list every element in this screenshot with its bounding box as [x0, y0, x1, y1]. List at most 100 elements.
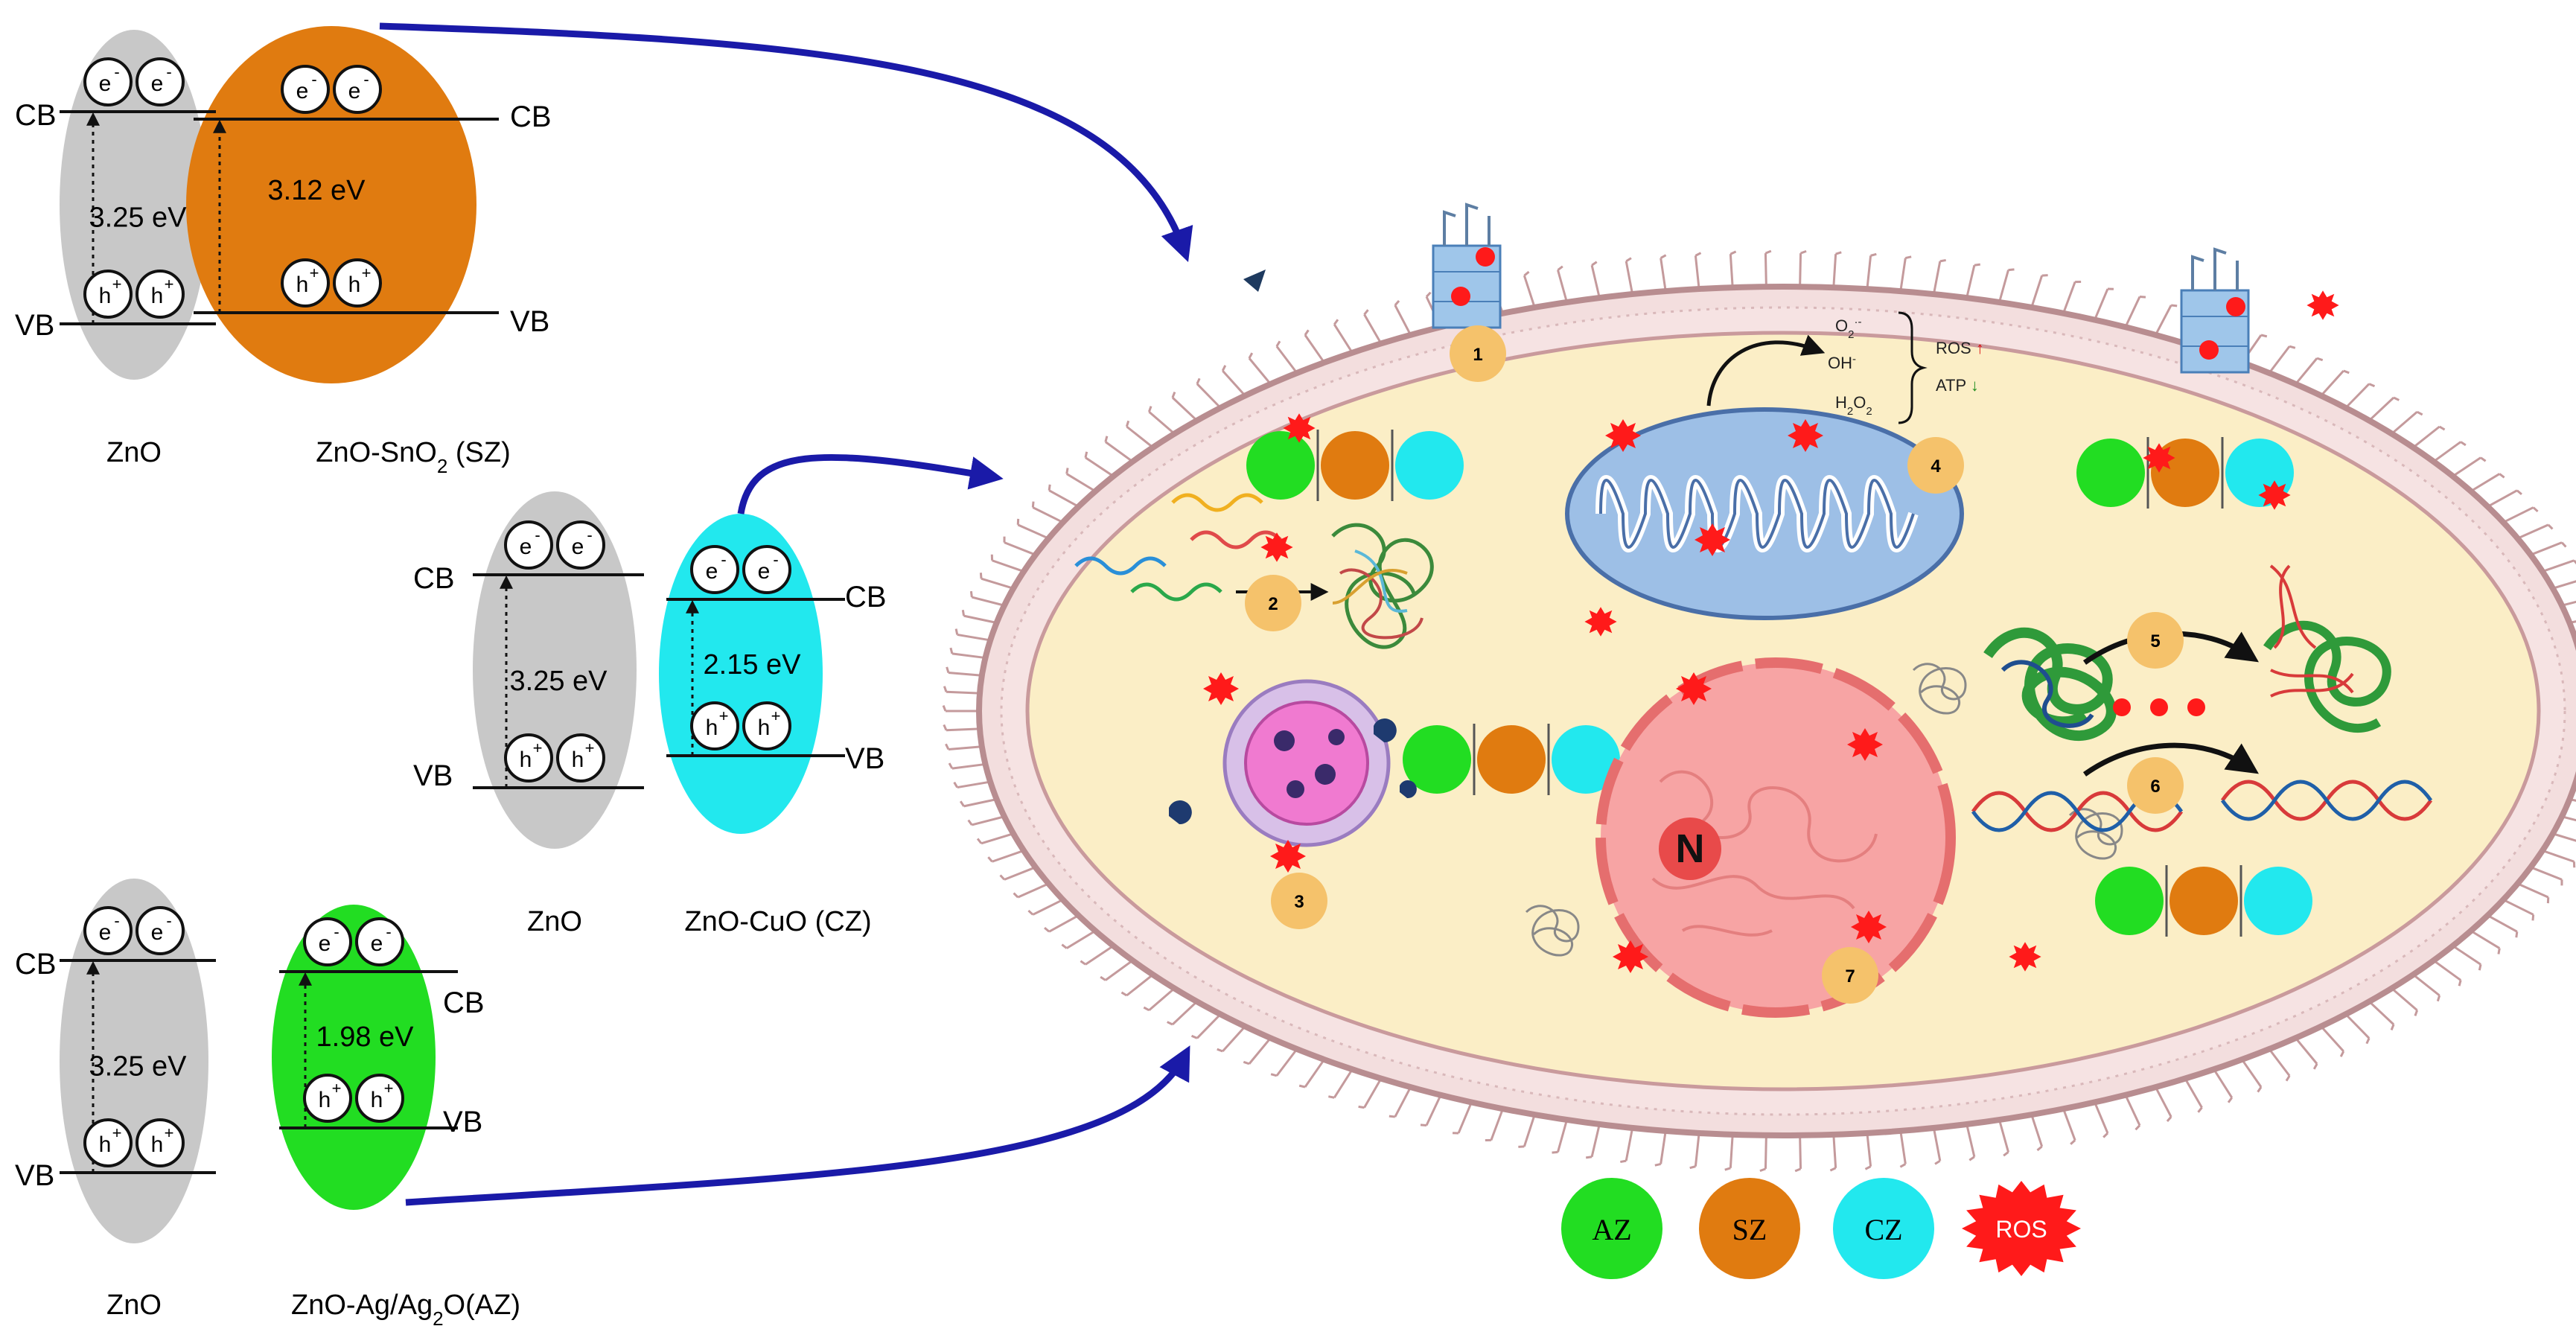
zno-material-label: ZnO	[106, 1290, 162, 1321]
svg-text:O2·-: O2·-	[1835, 316, 1861, 341]
arrow-cz-to-cell	[737, 453, 1004, 514]
step-number: 6	[2150, 777, 2160, 797]
zno-material-label: ZnO	[527, 906, 582, 937]
svg-text:e: e	[319, 931, 331, 956]
svg-text:-: -	[166, 63, 171, 81]
legend-swatch	[1833, 1178, 1934, 1279]
svg-text:e: e	[99, 71, 112, 96]
svg-text:h: h	[151, 284, 164, 308]
ros-dot-2	[2150, 698, 2168, 716]
nanoparticle-circle	[2076, 439, 2145, 507]
nanoparticle-circle	[1395, 431, 1464, 500]
hole-icon: h+	[83, 270, 133, 319]
svg-text:+: +	[719, 707, 729, 725]
rna-strands	[1074, 493, 1434, 649]
nanoparticle-circle	[2095, 867, 2164, 935]
step-marker-1: 1	[1450, 325, 1506, 382]
svg-text:e: e	[151, 71, 164, 96]
nucleus-label: N	[1676, 826, 1705, 871]
svg-text:+: +	[112, 275, 122, 293]
nanoparticle-circle	[1403, 725, 1471, 794]
svg-text:+: +	[112, 1124, 122, 1142]
svg-text:-: -	[114, 911, 119, 930]
ros-generation-arrow	[1706, 334, 1826, 407]
enzyme-icon-2	[1374, 718, 1397, 743]
svg-text:OH-: OH-	[1828, 353, 1856, 373]
svg-text:-: -	[166, 911, 171, 930]
svg-text:h: h	[99, 284, 112, 308]
svg-text:ROS ↑: ROS ↑	[1936, 339, 1984, 357]
composite-material-label: ZnO-CuO (CZ)	[684, 906, 871, 937]
nanoparticle-circle	[2169, 867, 2238, 935]
electron-icon: e-	[136, 906, 185, 955]
step-number: 3	[1294, 892, 1304, 912]
vb-label: VB	[845, 742, 884, 775]
hole-icon: h+	[281, 258, 330, 307]
electron-icon: e-	[556, 520, 605, 570]
zno-material-label: ZnO	[106, 437, 162, 468]
electron-icon: e-	[303, 917, 352, 966]
svg-text:h: h	[348, 273, 361, 297]
electron-icon: e-	[333, 65, 382, 114]
electron-icon: e-	[83, 906, 133, 955]
nanoparticle-circle	[1477, 725, 1546, 794]
grey-protein-tangles	[1525, 663, 2123, 957]
svg-text:e: e	[706, 559, 718, 584]
legend-label: SZ	[1732, 1213, 1767, 1246]
hole-icon: h+	[83, 1118, 133, 1167]
svg-text:e: e	[520, 535, 532, 559]
nanoparticle-cluster	[1246, 430, 1464, 501]
legend-item-ros: ROS	[1962, 1181, 2081, 1276]
composite-material-label: ZnO-SnO2 (SZ)	[316, 437, 511, 477]
composite-band-gap: 1.98 eV	[316, 1022, 415, 1053]
electron-icon: e-	[136, 57, 185, 106]
svg-text:+: +	[310, 264, 319, 282]
hole-icon: h+	[333, 258, 382, 307]
step-number: 5	[2150, 631, 2160, 651]
step-marker-3: 3	[1271, 873, 1327, 929]
svg-text:h: h	[520, 748, 532, 772]
enzyme-icon-3	[1400, 780, 1417, 799]
band-panel-cz: 3.25 eV2.15 eVe-e-h+h+e-e-h+h+CBVBCBVBZn…	[413, 491, 887, 937]
nanoparticle-cluster	[2076, 437, 2294, 509]
membrane-marker-icon	[1243, 270, 1266, 292]
mitochondrion	[1565, 407, 1964, 620]
cb-label: CB	[510, 101, 552, 133]
svg-text:+: +	[533, 739, 543, 757]
step-number: 2	[1268, 594, 1278, 614]
svg-text:e: e	[371, 931, 383, 956]
arrow-az-to-cell	[405, 1045, 1190, 1206]
svg-text:+: +	[771, 707, 781, 725]
hole-icon: h+	[742, 701, 791, 750]
nanoparticle-circle	[1321, 431, 1389, 500]
svg-text:h: h	[758, 716, 771, 740]
svg-text:e: e	[151, 920, 164, 945]
step-number: 1	[1473, 345, 1482, 365]
ros-species: O2·- OH- H2O2 ROS ↑ ATP ↓	[1828, 311, 1984, 424]
hole-icon: h+	[690, 701, 739, 750]
nanoparticle-circle	[1552, 725, 1620, 794]
composite-band-ellipse	[659, 514, 823, 834]
nucleoid: N	[1595, 657, 1956, 1018]
band-diagram-panels: 3.25 eV3.12 eVe-e-h+h+e-e-h+h+CBVBCBVBZn…	[15, 26, 887, 1329]
electron-icon: e-	[690, 545, 739, 594]
vb-label: VB	[413, 759, 453, 792]
svg-text:e: e	[296, 79, 309, 103]
hole-icon: h+	[355, 1074, 404, 1123]
cb-label: CB	[845, 581, 887, 613]
svg-text:+: +	[332, 1079, 342, 1097]
svg-text:+: +	[585, 739, 595, 757]
svg-text:e: e	[572, 535, 584, 559]
step-marker-4: 4	[1907, 437, 1964, 494]
bacterial-cell: O2·- OH- H2O2 ROS ↑ ATP ↓	[942, 203, 2576, 1173]
legend-item-az: AZ	[1561, 1178, 1662, 1279]
zno-band-gap: 3.25 eV	[510, 666, 608, 697]
vacuole	[1222, 679, 1391, 847]
composite-material-label: ZnO-Ag/Ag2O(AZ)	[291, 1290, 520, 1329]
membrane-channel-right	[2180, 247, 2250, 374]
svg-text:+: +	[384, 1079, 394, 1097]
svg-text:h: h	[706, 716, 718, 740]
cb-label: CB	[15, 948, 57, 981]
legend-item-sz: SZ	[1699, 1178, 1800, 1279]
